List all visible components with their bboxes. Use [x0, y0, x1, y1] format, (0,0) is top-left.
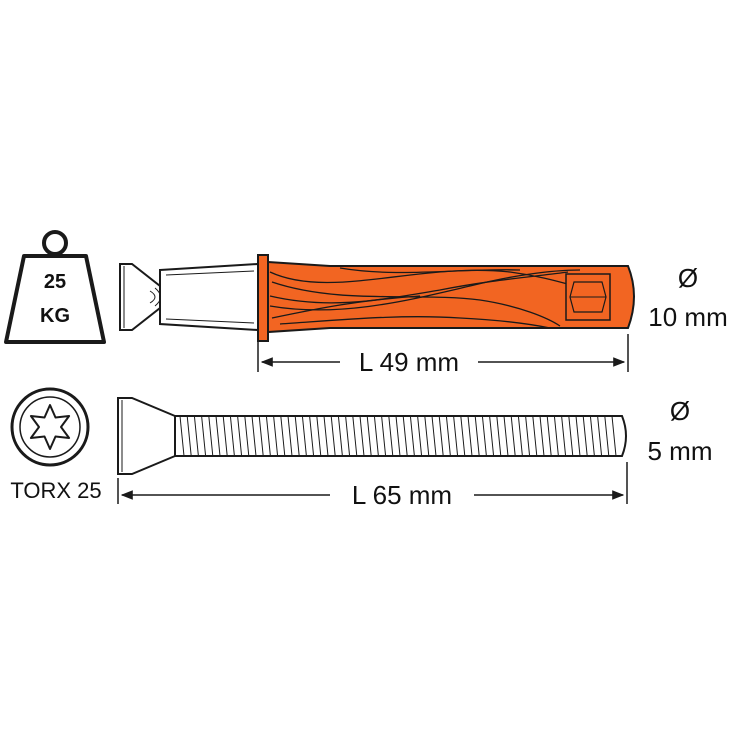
thread-line	[489, 415, 495, 457]
thread-line	[273, 415, 279, 457]
thread-line	[561, 415, 567, 457]
thread-line	[395, 415, 401, 457]
thread-line	[575, 415, 581, 457]
thread-line	[525, 415, 531, 457]
screw-length-dimension	[117, 462, 628, 504]
thread-line	[215, 415, 221, 457]
thread-line	[467, 415, 473, 457]
thread-line	[474, 415, 480, 457]
thread-line	[417, 415, 423, 457]
thread-line	[409, 415, 415, 457]
thread-line	[373, 415, 379, 457]
anchor-plug	[257, 254, 635, 342]
thread-line	[611, 415, 617, 457]
thread-line	[597, 415, 603, 457]
anchor-head	[119, 263, 161, 331]
thread-line	[481, 415, 487, 457]
thread-line	[604, 415, 610, 457]
anchor-sleeve	[159, 262, 259, 332]
thread-line	[330, 415, 336, 457]
thread-line	[453, 415, 459, 457]
thread-line	[301, 415, 307, 457]
thread-line	[244, 415, 250, 457]
thread-line	[532, 415, 538, 457]
thread-line	[294, 415, 300, 457]
thread-line	[503, 415, 509, 457]
anchor-length-dimension	[257, 334, 629, 372]
thread-line	[258, 415, 264, 457]
thread-line	[287, 415, 293, 457]
thread-line	[251, 415, 257, 457]
thread-line	[402, 415, 408, 457]
thread-line	[345, 415, 351, 457]
thread-line	[359, 415, 365, 457]
thread-line	[222, 415, 228, 457]
thread-line	[201, 415, 207, 457]
anchor-diameter-symbol: Ø	[678, 263, 698, 293]
thread-line	[539, 415, 545, 457]
thread-line	[366, 415, 372, 457]
thread-line	[323, 415, 329, 457]
weight-top-label: 25	[44, 271, 66, 293]
thread-line	[445, 415, 451, 457]
thread-line	[496, 415, 502, 457]
screw-diameter-symbol: Ø	[670, 396, 690, 426]
thread-line	[553, 415, 559, 457]
thread-line	[510, 415, 516, 457]
thread-line	[589, 415, 595, 457]
thread-line	[186, 415, 192, 457]
thread-line	[546, 415, 552, 457]
thread-line	[179, 415, 185, 457]
thread-line	[229, 415, 235, 457]
screw-diameter-value: 5 mm	[648, 436, 713, 466]
thread-line	[316, 415, 322, 457]
anchor-diameter-value: 10 mm	[648, 302, 727, 332]
screw-threads	[179, 415, 617, 457]
torx-icon	[10, 387, 90, 467]
thread-line	[381, 415, 387, 457]
thread-line	[568, 415, 574, 457]
thread-line	[237, 415, 243, 457]
thread-line	[280, 415, 286, 457]
weight-icon	[4, 230, 106, 344]
thread-line	[582, 415, 588, 457]
thread-line	[208, 415, 214, 457]
thread-line	[337, 415, 343, 457]
screw-length-label: L 65 mm	[352, 480, 452, 510]
thread-line	[424, 415, 430, 457]
thread-line	[431, 415, 437, 457]
drive-label: TORX 25	[10, 478, 101, 503]
weight-unit-label: KG	[40, 305, 70, 327]
thread-line	[193, 415, 199, 457]
thread-line	[517, 415, 523, 457]
thread-line	[352, 415, 358, 457]
thread-line	[460, 415, 466, 457]
hex-nut	[565, 273, 611, 321]
thread-line	[265, 415, 271, 457]
thread-line	[388, 415, 394, 457]
thread-line	[309, 415, 315, 457]
anchor-length-label: L 49 mm	[359, 347, 459, 377]
thread-line	[438, 415, 444, 457]
screw	[117, 397, 627, 475]
